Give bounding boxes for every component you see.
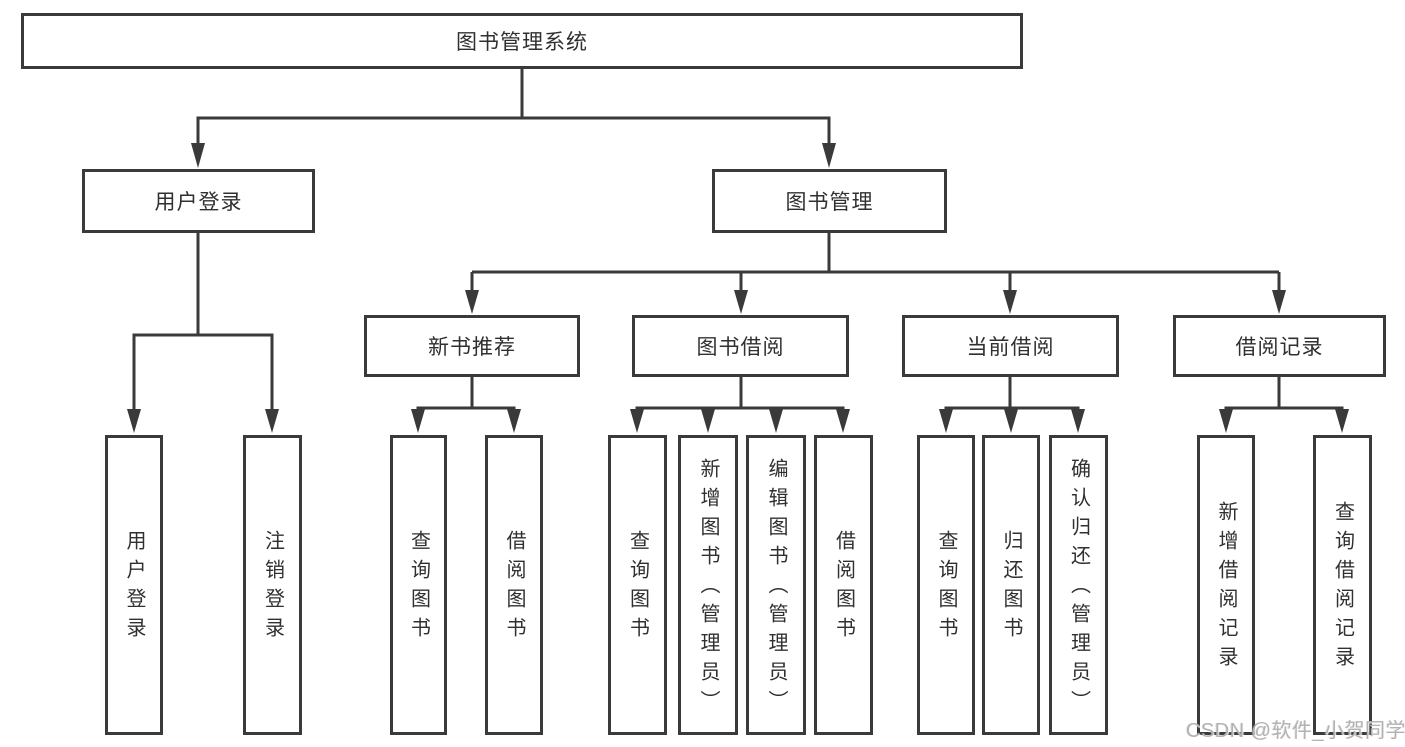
node-leaf-return-book: 归还图书 [982,435,1040,735]
node-user-login: 用户登录 [82,169,315,233]
arrowheads [127,143,1349,433]
node-borrow-record: 借阅记录 [1173,315,1386,377]
node-leaf-edit-book-admin: 编辑图书（管理员） [746,435,806,735]
node-book-management: 图书管理 [712,169,947,233]
node-leaf-user-login: 用户登录 [105,435,163,735]
node-leaf-confirm-return-admin: 确认归还（管理员） [1049,435,1108,735]
node-leaf-query-book-current: 查询图书 [917,435,975,735]
node-leaf-borrow-book: 借阅图书 [814,435,873,735]
node-leaf-query-borrow-record: 查询借阅记录 [1313,435,1372,735]
node-leaf-query-book-borrow: 查询图书 [608,435,667,735]
node-new-book-recommend: 新书推荐 [364,315,580,377]
node-current-borrow: 当前借阅 [902,315,1119,377]
node-leaf-logout: 注销登录 [243,435,302,735]
csdn-watermark: CSDN @软件_小贺同学 [1186,720,1405,742]
node-book-borrow: 图书借阅 [632,315,849,377]
node-leaf-query-book-recommend: 查询图书 [390,435,447,735]
node-leaf-add-book-admin: 新增图书（管理员） [678,435,738,735]
node-leaf-add-borrow-record: 新增借阅记录 [1197,435,1255,735]
node-library-management-system: 图书管理系统 [21,13,1023,69]
node-leaf-borrow-book-recommend: 借阅图书 [485,435,543,735]
